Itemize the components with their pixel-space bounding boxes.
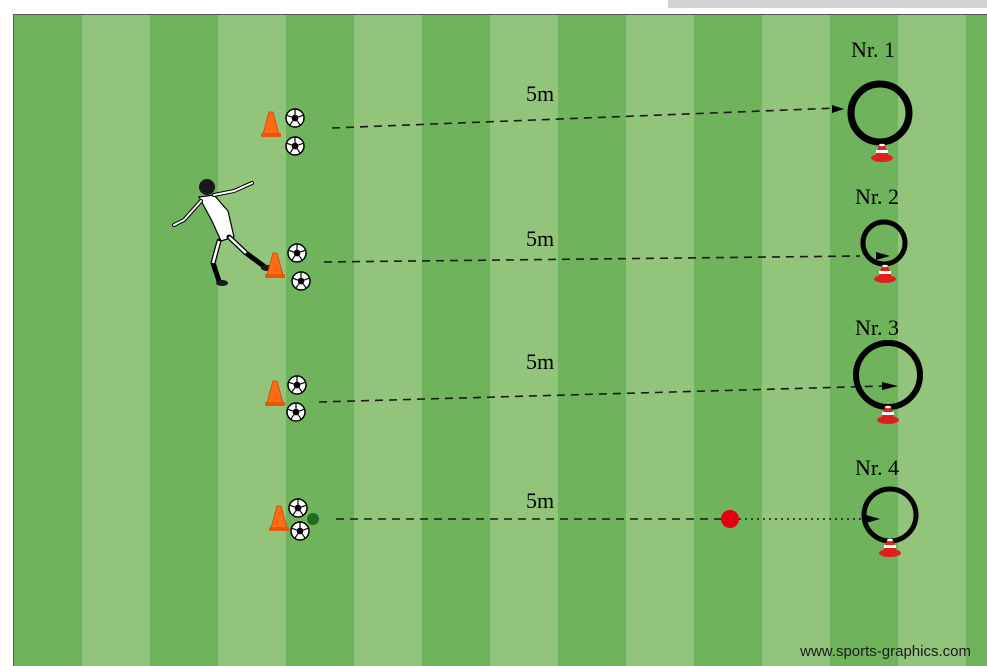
grass-stripe [626, 15, 694, 666]
soccer-ball-icon [289, 499, 307, 517]
station-label: Nr. 2 [855, 184, 899, 210]
distance-label: 5m [526, 488, 554, 514]
soccer-ball-icon [287, 403, 305, 421]
distance-label: 5m [526, 226, 554, 252]
grass-stripe [422, 15, 490, 666]
soccer-field: 5m 5m 5m 5m Nr. 1 Nr. 2 Nr. 3 Nr. 4 www.… [13, 14, 987, 666]
station-label: Nr. 4 [855, 455, 899, 481]
soccer-ball-icon [288, 244, 306, 262]
station-label: Nr. 1 [851, 37, 895, 63]
soccer-ball-icon [292, 272, 310, 290]
start-marker [307, 513, 319, 525]
distance-label: 5m [526, 349, 554, 375]
station-label: Nr. 3 [855, 315, 899, 341]
soccer-ball-icon [286, 109, 304, 127]
distance-label: 5m [526, 81, 554, 107]
soccer-ball-icon [286, 137, 304, 155]
grass-stripe [354, 15, 422, 666]
grass-stripe [762, 15, 830, 666]
grass-stripe [150, 15, 218, 666]
grass-stripe [558, 15, 626, 666]
soccer-ball-icon [291, 522, 309, 540]
grass-stripe [966, 15, 987, 666]
soccer-ball-icon [288, 376, 306, 394]
ball-marker [721, 510, 739, 528]
grass-stripe [218, 15, 286, 666]
field-drawing [14, 15, 987, 666]
grass-stripe [14, 15, 82, 666]
grass-stripe [82, 15, 150, 666]
corner-bar [668, 0, 987, 8]
watermark: www.sports-graphics.com [800, 643, 971, 660]
grass-stripe [490, 15, 558, 666]
